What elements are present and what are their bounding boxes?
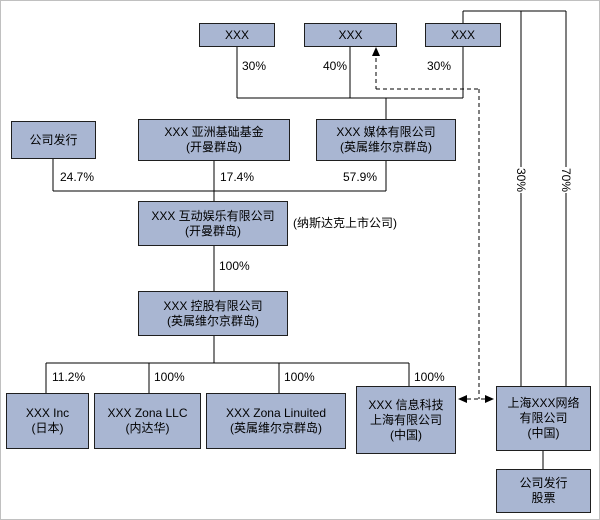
holdco-name: XXX 控股有限公司 <box>163 298 263 313</box>
pct-listco-to-holdco: 100% <box>218 259 251 273</box>
sub-zona-llc-name: XXX Zona LLC <box>107 406 188 420</box>
vie-box: 上海XXX网络 有限公司 (中国) <box>496 386 591 451</box>
pct-sub-1: 11.2% <box>51 370 87 384</box>
pct-shareholder-3: 30% <box>426 59 453 73</box>
issued-stock-line1: 公司发行 <box>519 476 568 490</box>
listco-box: XXX 互动娱乐有限公司 (开曼群岛) <box>138 201 288 246</box>
nasdaq-note: (纳斯达克上市公司) <box>293 216 397 230</box>
pct-sub-4: 100% <box>413 370 446 384</box>
pct-sub-2: 100% <box>153 370 186 384</box>
wfoe-box: XXX 信息科技 上海有限公司 (中国) <box>356 386 456 454</box>
vie-contract-dashed-lines <box>375 51 485 400</box>
up-arrow-icon <box>372 47 380 56</box>
left-arrow-icon <box>458 395 467 403</box>
right-arrow-icon <box>485 395 494 403</box>
pct-shareholder-1: 30% <box>241 59 268 73</box>
asia-fund-name: XXX 亚洲基础基金 <box>164 125 264 139</box>
sub-zona-limited-box: XXX Zona Linuited (英属维尔京群岛) <box>206 393 346 449</box>
media-company-jurisdiction: (英属维尔京群岛) <box>340 140 432 154</box>
asia-fund-box: XXX 亚洲基础基金 (开曼群岛) <box>138 119 290 161</box>
issued-stock-box: 公司发行 股票 <box>496 469 591 513</box>
pct-vie-left-line: 30% <box>514 167 528 194</box>
vie-name-line2: 有限公司 <box>519 411 568 425</box>
sub-japan-name: XXX Inc <box>25 406 70 420</box>
shareholder-1-label: XXX <box>224 27 249 42</box>
pct-shareholder-2: 40% <box>322 59 349 73</box>
sub-zona-llc-box: XXX Zona LLC (内达华) <box>94 393 201 449</box>
shareholder-3-label: XXX <box>450 27 475 42</box>
pct-media-company: 57.9% <box>342 170 379 184</box>
asia-fund-jurisdiction: (开曼群岛) <box>186 140 242 154</box>
shareholder-2-label: XXX <box>338 27 363 42</box>
vie-jurisdiction: (中国) <box>527 426 560 440</box>
company-issue-label: 公司发行 <box>29 132 78 147</box>
media-company-name: XXX 媒体有限公司 <box>336 125 436 139</box>
sub-zona-limited-name: XXX Zona Linuited <box>225 406 327 420</box>
pct-sub-3: 100% <box>283 370 316 384</box>
shareholder-box-3: XXX <box>425 23 501 47</box>
company-issue-box: 公司发行 <box>11 121 96 159</box>
sub-zona-limited-jurisdiction: (英属维尔京群岛) <box>230 421 322 435</box>
arrowhead-icons <box>372 47 494 403</box>
vie-name-line1: 上海XXX网络 <box>507 396 580 410</box>
listco-jurisdiction: (开曼群岛) <box>185 223 241 238</box>
shareholder-box-2: XXX <box>304 23 397 47</box>
pct-vie-right-line: 70% <box>559 167 573 194</box>
sub-japan-box: XXX Inc (日本) <box>6 393 89 449</box>
holdco-jurisdiction: (英属维尔京群岛) <box>167 313 259 328</box>
sub-japan-jurisdiction: (日本) <box>31 421 64 435</box>
shareholder-box-1: XXX <box>199 23 275 47</box>
issued-stock-line2: 股票 <box>531 491 556 505</box>
wfoe-name-line2: 上海有限公司 <box>369 412 442 427</box>
solid-ownership-lines <box>45 10 567 469</box>
wfoe-name-line1: XXX 信息科技 <box>368 397 444 412</box>
holdco-box: XXX 控股有限公司 (英属维尔京群岛) <box>138 291 288 336</box>
pct-asia-fund: 17.4% <box>219 170 256 184</box>
sub-zona-llc-jurisdiction: (内达华) <box>125 421 170 435</box>
media-company-box: XXX 媒体有限公司 (英属维尔京群岛) <box>316 119 456 161</box>
wfoe-jurisdiction: (中国) <box>390 427 422 442</box>
pct-company-issue: 24.7% <box>59 170 96 184</box>
listco-name: XXX 互动娱乐有限公司 <box>151 208 275 223</box>
